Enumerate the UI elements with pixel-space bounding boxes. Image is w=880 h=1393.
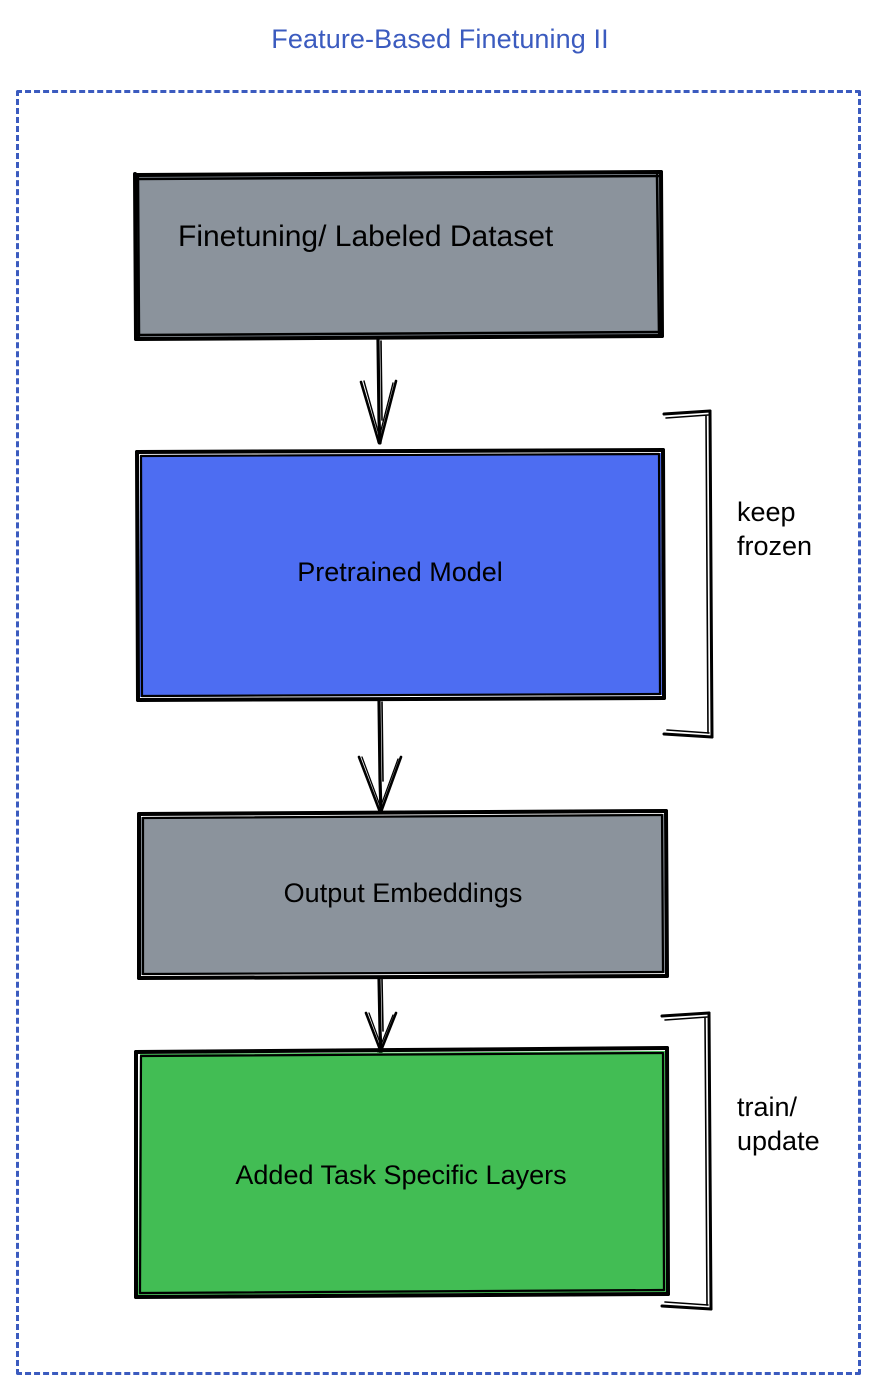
node-pretrained-shape (135, 448, 666, 702)
node-layers-shape (134, 1046, 670, 1299)
node-dataset[interactable]: Finetuning/ Labeled Dataset (136, 172, 662, 337)
annotation-keep-frozen: keep frozen (737, 497, 813, 561)
edge-pretrained-to-embeddings (357, 698, 403, 814)
diagram-title: Feature-Based Finetuning II (271, 24, 609, 54)
node-embeddings-label: Output Embeddings (283, 878, 523, 908)
node-pretrained[interactable]: Pretrained Model (137, 450, 663, 698)
node-dataset-label: Finetuning/ Labeled Dataset (178, 220, 554, 253)
bracket-keep-frozen (662, 409, 714, 739)
node-embeddings[interactable]: Output Embeddings (139, 812, 667, 976)
node-pretrained-label: Pretrained Model (297, 557, 503, 587)
node-embeddings-shape (137, 809, 669, 980)
diagram-frame (16, 90, 861, 1375)
node-layers-label: Added Task Specific Layers (235, 1160, 567, 1190)
bracket-train-update (660, 1011, 713, 1311)
edge-embeddings-to-layers (364, 976, 398, 1055)
node-layers[interactable]: Added Task Specific Layers (136, 1048, 666, 1296)
node-dataset-shape (133, 170, 664, 341)
annotation-train-update: train/ update (737, 1092, 820, 1156)
edge-dataset-to-pretrained (359, 338, 398, 445)
